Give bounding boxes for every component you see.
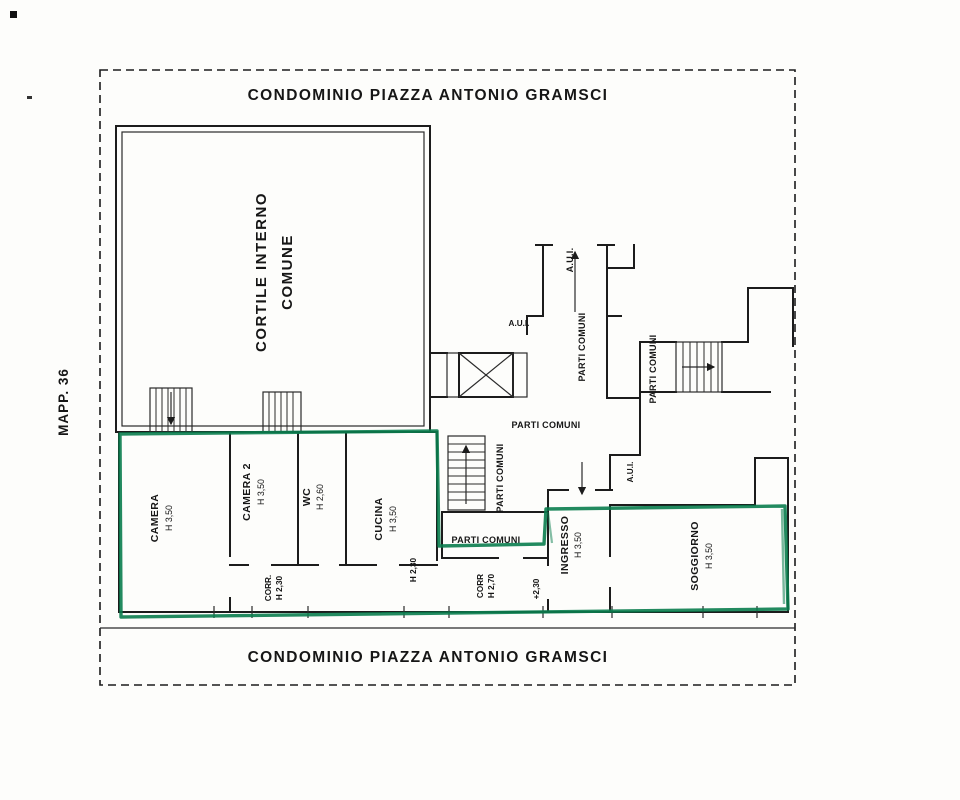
courtyard-label-line1: CORTILE INTERNO (253, 192, 270, 352)
parti-comuni-label-box: PARTI COMUNI (452, 535, 521, 545)
room-labels: CAMERA H 3,50 CAMERA 2 H 3,50 WC H 2,60 … (149, 463, 714, 601)
room-height-camera2: H 3,50 (256, 479, 266, 505)
elevator-symbol (446, 352, 528, 398)
floor-level-label: +2,30 (532, 578, 541, 599)
room-label-ingresso: INGRESSO (559, 516, 571, 575)
room-label-soggiorno: SOGGIORNO (689, 521, 701, 591)
parcel-dashed-boundary (99, 69, 796, 686)
room-height-corridoio2: H 2,70 (487, 573, 496, 598)
room-height-soggiorno: H 3,50 (704, 543, 714, 569)
parti-comuni-label-stair-middle: PARTI COMUNI (495, 444, 505, 513)
room-height-cucina: H 3,50 (388, 506, 398, 532)
lowered-ceiling-height-label: H 2,30 (409, 557, 418, 582)
room-label-cucina: CUCINA (373, 497, 385, 540)
courtyard-label-line2: COMUNE (279, 234, 296, 310)
room-height-corridoio1: H 2,30 (275, 575, 284, 600)
aui-label-ingresso: A.U.I. (626, 462, 635, 483)
room-label-camera: CAMERA (149, 494, 161, 542)
aui-label-elevator: A.U.I. (509, 319, 530, 328)
room-height-camera: H 3,50 (164, 505, 174, 531)
parti-comuni-label-stair-right: PARTI COMUNI (648, 335, 658, 404)
parti-comuni-label-shaft: PARTI COMUNI (577, 313, 587, 382)
scan-artifact (10, 11, 32, 99)
room-label-wc: WC (301, 488, 313, 506)
room-label-camera2: CAMERA 2 (241, 463, 253, 521)
staircase-symbol-topright (675, 341, 723, 393)
room-label-corridoio2: CORR (476, 574, 485, 598)
room-label-corridoio1: CORR. (264, 575, 273, 601)
courtyard-walls (115, 125, 431, 433)
apartment-highlight-outline (118, 429, 790, 619)
condominium-title-bottom: CONDOMINIO PIAZZA ANTONIO GRAMSCI (248, 649, 609, 666)
staircase-symbol-left (149, 387, 193, 433)
room-height-ingresso: H 3,50 (573, 532, 583, 558)
aui-label-shaft: A.U.I. (565, 248, 575, 273)
staircase-symbol-middle (447, 435, 486, 511)
common-area-labels: A.U.I. A.U.I. A.U.I. PARTI COMUNI PARTI … (452, 248, 658, 545)
room-height-wc: H 2,60 (315, 484, 325, 510)
map-number-label: MAPP. 36 (56, 368, 71, 436)
condominium-title-top: CONDOMINIO PIAZZA ANTONIO GRAMSCI (248, 87, 609, 104)
parti-comuni-label-middle: PARTI COMUNI (512, 420, 581, 430)
